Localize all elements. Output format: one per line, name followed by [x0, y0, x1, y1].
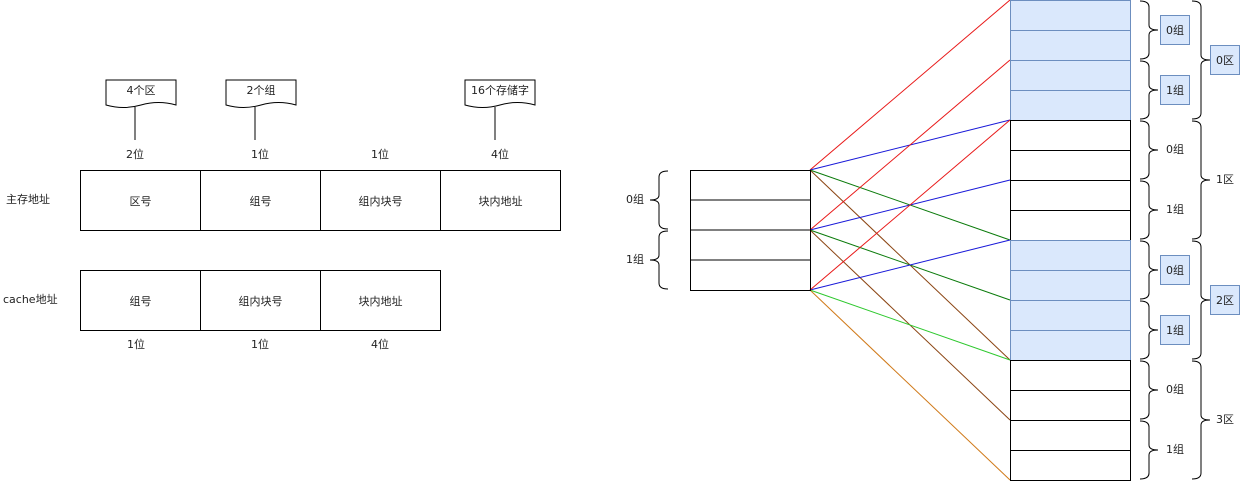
memory-block — [1010, 30, 1131, 61]
cache-bits-group: 1位 — [127, 338, 145, 351]
memory-block — [1010, 240, 1131, 271]
group-1-brace — [1139, 180, 1159, 240]
callout-zones-box — [105, 79, 177, 108]
mapping-line — [809, 289, 1011, 481]
zone-3-group-1-label: 1组 — [1166, 443, 1184, 456]
mapping-line — [809, 239, 1011, 291]
cache-bits-block-in-group: 1位 — [251, 338, 269, 351]
cache-bits-address-in-block: 4位 — [371, 338, 389, 351]
mapping-line — [809, 59, 1011, 231]
memory-block — [1010, 330, 1131, 361]
cache-block-column — [690, 170, 811, 291]
memory-block — [1010, 90, 1131, 121]
zone-brace — [1191, 360, 1211, 480]
callout-words-box — [464, 79, 536, 108]
memory-block — [1010, 390, 1131, 421]
memory-block — [1010, 150, 1131, 181]
zone-2-group-0-label: 0组 — [1160, 255, 1190, 285]
memory-block — [1010, 270, 1131, 301]
callout-words: 16个存储字 — [471, 84, 529, 97]
zone-1-label: 1区 — [1216, 173, 1234, 186]
memory-block — [1010, 0, 1131, 31]
group-0-brace — [1139, 360, 1159, 420]
cache-group-0-brace — [649, 170, 669, 230]
group-1-brace — [1139, 300, 1159, 360]
zone-1-group-0-label: 0组 — [1166, 143, 1184, 156]
zone-brace — [1191, 240, 1211, 360]
main-memory-label: 主存地址 — [6, 193, 50, 206]
cache-group-1-label: 1组 — [626, 253, 644, 266]
cache-label: cache地址 — [3, 293, 58, 306]
zone-2-group-1-label: 1组 — [1160, 315, 1190, 345]
mm-field-group: 组号 — [200, 170, 321, 231]
zone-0-label: 0区 — [1210, 45, 1240, 75]
callout-zones: 4个区 — [126, 84, 156, 97]
mm-field-block-in-group: 组内块号 — [320, 170, 441, 231]
group-1-brace — [1139, 420, 1159, 480]
memory-block — [1010, 360, 1131, 391]
zone-3-group-0-label: 0组 — [1166, 383, 1184, 396]
mapping-line — [809, 0, 1011, 171]
cache-group-1-brace — [649, 230, 669, 290]
memory-block — [1010, 180, 1131, 211]
callout-groups-box — [225, 79, 297, 108]
memory-block — [1010, 210, 1131, 241]
group-0-brace — [1139, 120, 1159, 180]
cache-field-group: 组号 — [80, 270, 201, 331]
group-0-brace — [1139, 0, 1159, 60]
callout-groups: 2个组 — [246, 84, 276, 97]
memory-block — [1010, 450, 1131, 481]
memory-block — [1010, 120, 1131, 151]
cache-group-0-label: 0组 — [626, 193, 644, 206]
mapping-line — [809, 289, 1011, 361]
mm-bits-address-in-block: 4位 — [491, 148, 509, 161]
zone-3-label: 3区 — [1216, 413, 1234, 426]
cache-field-block-in-group: 组内块号 — [200, 270, 321, 331]
mm-field-address-in-block: 块内地址 — [440, 170, 561, 231]
mm-bits-block-in-group: 1位 — [371, 148, 389, 161]
zone-0-group-0-label: 0组 — [1160, 15, 1190, 45]
zone-brace — [1191, 0, 1211, 120]
memory-block — [1010, 300, 1131, 331]
memory-block — [1010, 420, 1131, 451]
zone-1-group-1-label: 1组 — [1166, 203, 1184, 216]
mm-field-zone: 区号 — [80, 170, 201, 231]
zone-2-label: 2区 — [1210, 285, 1240, 315]
memory-block — [1010, 60, 1131, 91]
zone-0-group-1-label: 1组 — [1160, 75, 1190, 105]
group-0-brace — [1139, 240, 1159, 300]
mapping-line — [809, 119, 1011, 291]
mm-bits-group: 1位 — [251, 148, 269, 161]
cache-field-address-in-block: 块内地址 — [320, 270, 441, 331]
zone-brace — [1191, 120, 1211, 240]
mm-bits-zone: 2位 — [126, 148, 144, 161]
group-1-brace — [1139, 60, 1159, 120]
